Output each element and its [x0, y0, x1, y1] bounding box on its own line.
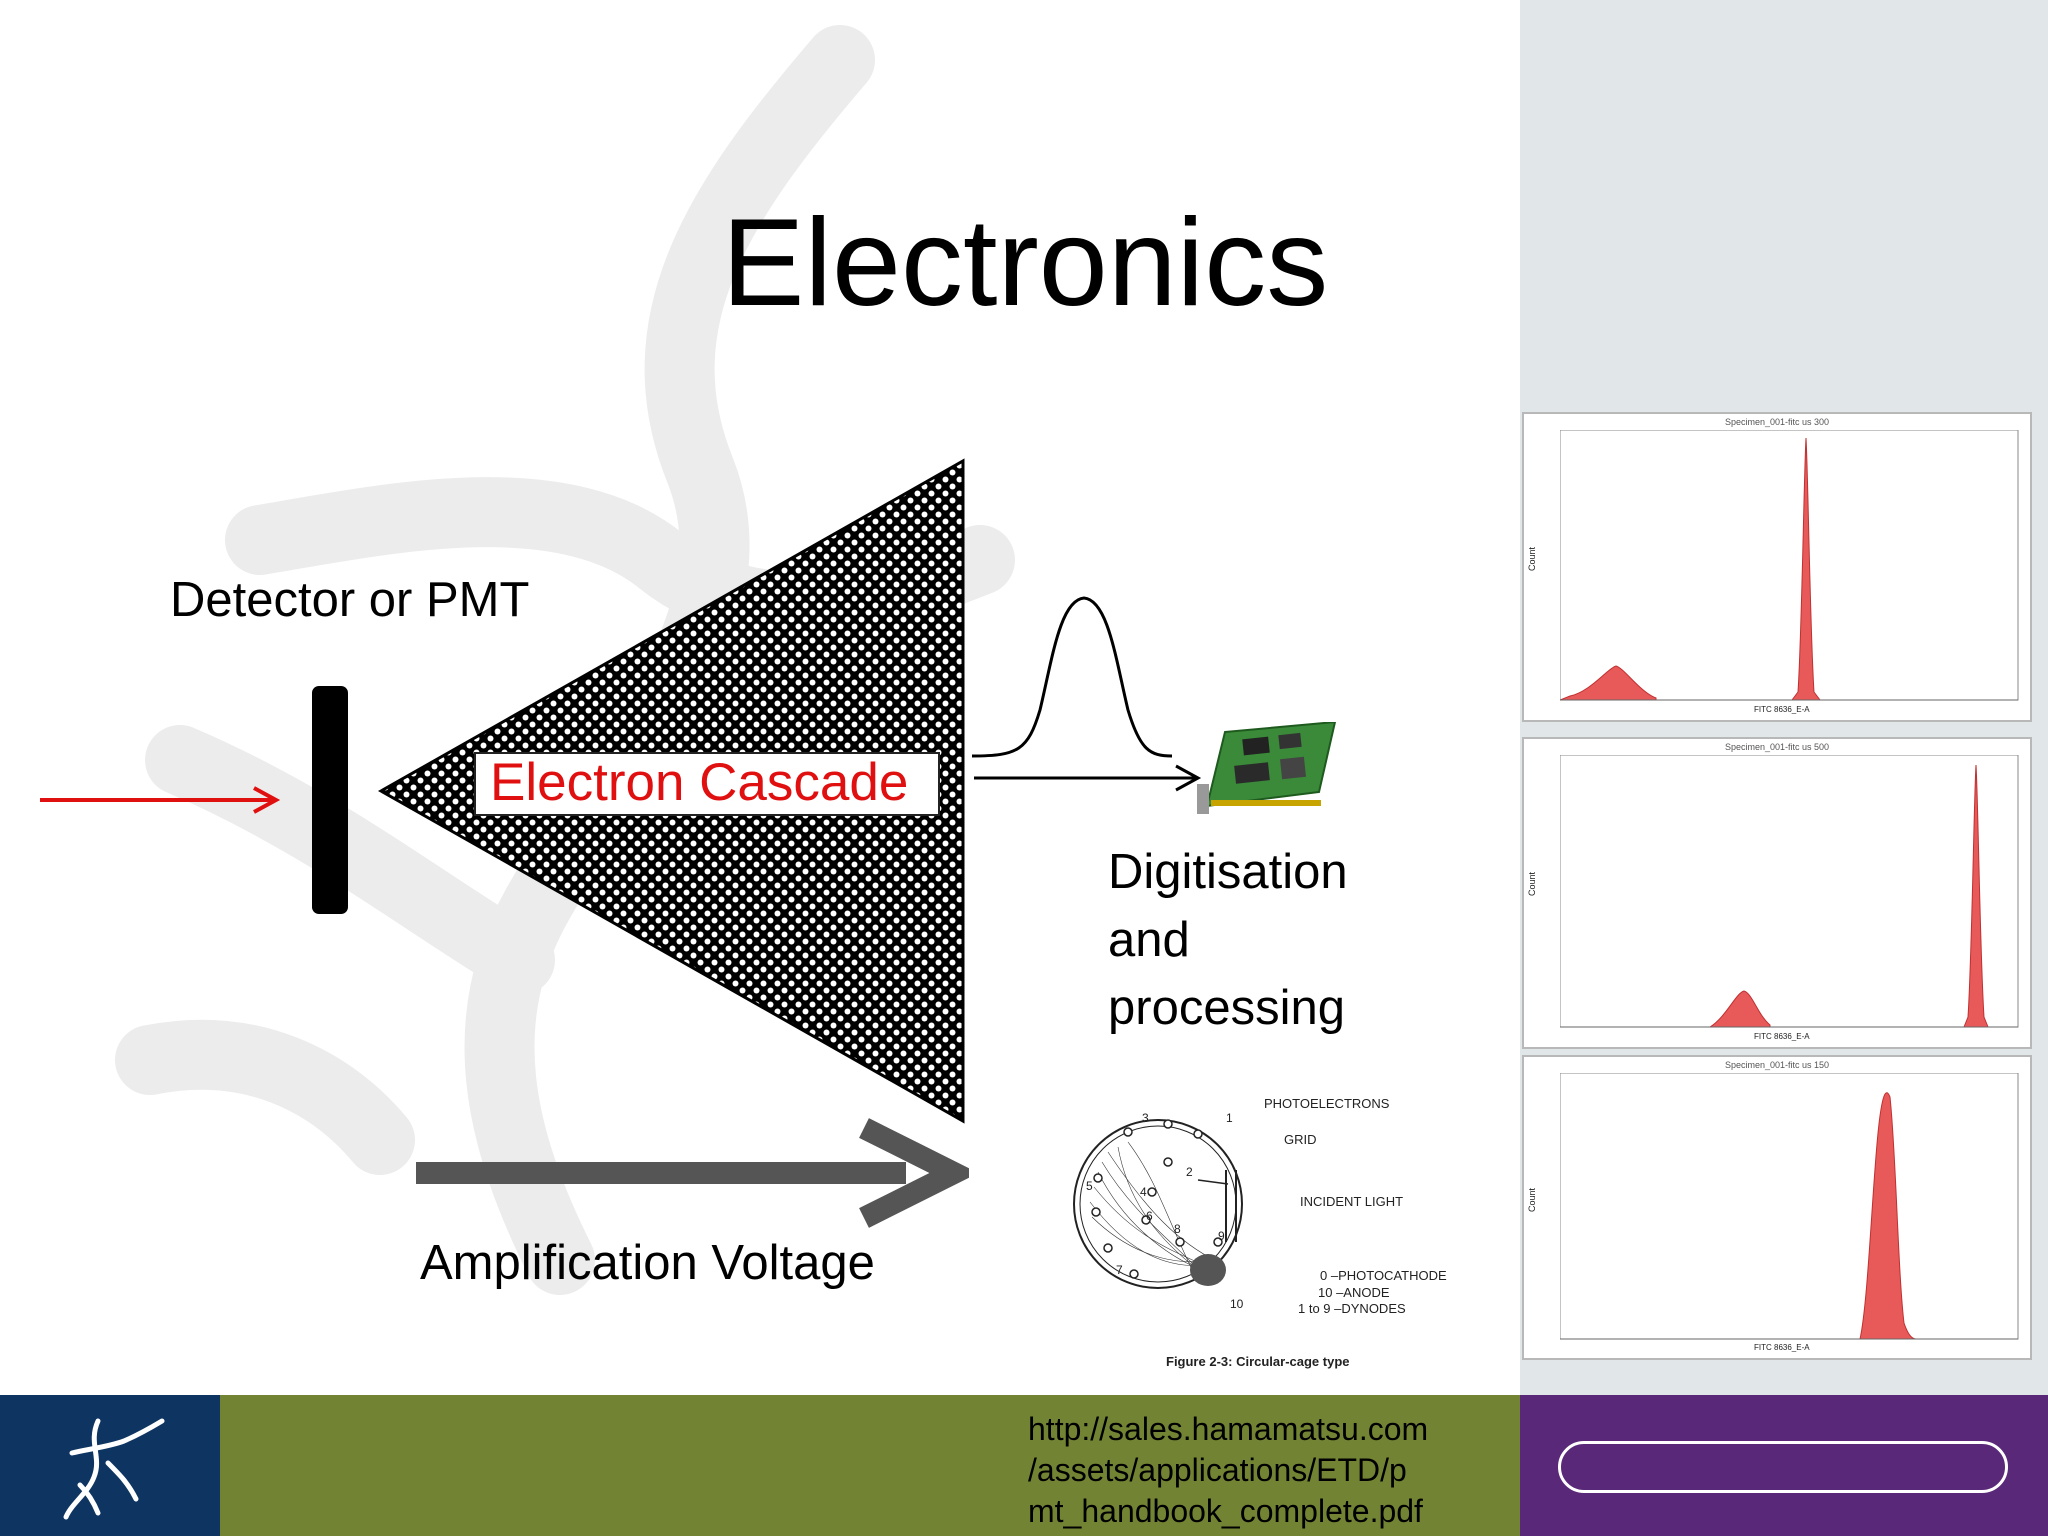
- dynode-number: 4: [1140, 1185, 1147, 1199]
- footer-green-bar: [220, 1395, 1520, 1536]
- incident-light-label: INCIDENT LIGHT: [1300, 1194, 1404, 1209]
- signal-pulse-curve: [971, 596, 1173, 758]
- output-arrow-icon: [974, 764, 1202, 792]
- dynode-number: 6: [1146, 1209, 1153, 1223]
- histogram-panel-3: Specimen_001-fitc us 150 Count FITC 8636…: [1522, 1055, 2032, 1360]
- histogram-ylabel: Count: [1527, 871, 1538, 897]
- histogram-title: Specimen_001-fitc us 150: [1724, 1060, 1830, 1070]
- dna-helix-logo-icon: [63, 1418, 165, 1520]
- footer-logo-area: [0, 1395, 220, 1536]
- dynode-number: 7: [1116, 1263, 1123, 1277]
- dynode-number: 5: [1086, 1179, 1093, 1193]
- histogram-ylabel: Count: [1527, 546, 1538, 572]
- histogram-panel-1: Specimen_001-fitc us 300 Count FITC 8636…: [1522, 412, 2032, 722]
- cascade-label-box: [474, 752, 940, 816]
- legend-dynodes: 1 to 9 –DYNODES: [1298, 1301, 1406, 1316]
- dynode-number: 2: [1186, 1165, 1193, 1179]
- footer-purple-bar: [1520, 1395, 2048, 1536]
- histogram-xlabel: FITC 8636_E-A: [1754, 1032, 1810, 1041]
- histogram-plot: [1560, 1073, 2019, 1340]
- histogram-xlabel: FITC 8636_E-A: [1754, 705, 1810, 714]
- circuit-board-icon: [1197, 722, 1337, 814]
- digitisation-line-2: and: [1108, 913, 1190, 967]
- slide-title: Electronics: [721, 194, 1329, 332]
- source-url-line-2[interactable]: /assets/applications/ETD/p: [1028, 1452, 1407, 1488]
- cascade-label: Electron Cascade: [490, 753, 909, 812]
- legend-photocathode: 0 –PHOTOCATHODE: [1320, 1268, 1447, 1283]
- dynode-number: 1: [1226, 1111, 1233, 1125]
- digitisation-line-1: Digitisation: [1108, 845, 1348, 899]
- detector-bar: [312, 686, 348, 914]
- photoelectrons-label: PHOTOELECTRONS: [1264, 1096, 1390, 1111]
- histogram-xlabel: FITC 8636_E-A: [1754, 1343, 1810, 1352]
- histogram-title: Specimen_001-fitc us 300: [1724, 417, 1830, 427]
- amplification-label: Amplification Voltage: [420, 1236, 875, 1290]
- detector-label: Detector or PMT: [170, 573, 530, 627]
- digitisation-line-3: processing: [1108, 981, 1345, 1035]
- digitisation-label: Digitisation and processing: [1108, 838, 1448, 1042]
- histogram-plot: [1560, 755, 2019, 1028]
- source-url-line-1[interactable]: http://sales.hamamatsu.com: [1028, 1411, 1429, 1447]
- histogram-plot: [1560, 430, 2019, 701]
- figure-caption: Figure 2-3: Circular-cage type: [1166, 1354, 1350, 1369]
- dynode-number: 8: [1174, 1222, 1181, 1236]
- source-url-line-3[interactable]: mt_handbook_complete.pdf: [1028, 1493, 1423, 1529]
- dynode-number: 10: [1230, 1297, 1244, 1311]
- dynode-number: 9: [1218, 1229, 1225, 1243]
- legend-anode: 10 –ANODE: [1318, 1285, 1390, 1300]
- histogram-panel-2: Specimen_001-fitc us 500 Count FITC 8636…: [1522, 737, 2032, 1049]
- footer-search-box[interactable]: [1558, 1441, 2008, 1493]
- pmt-figure-numbers: 1 2 3 4 5 6 7 8 9 10: [1086, 1111, 1244, 1311]
- pmt-circular-cage-figure: [1073, 1119, 1243, 1289]
- histogram-title: Specimen_001-fitc us 500: [1724, 742, 1830, 752]
- incident-light-arrow-icon: [40, 786, 281, 814]
- dynode-number: 3: [1142, 1111, 1149, 1125]
- grid-label: GRID: [1284, 1132, 1317, 1147]
- histogram-ylabel: Count: [1527, 1187, 1538, 1213]
- amplification-arrow-icon: [416, 1118, 969, 1228]
